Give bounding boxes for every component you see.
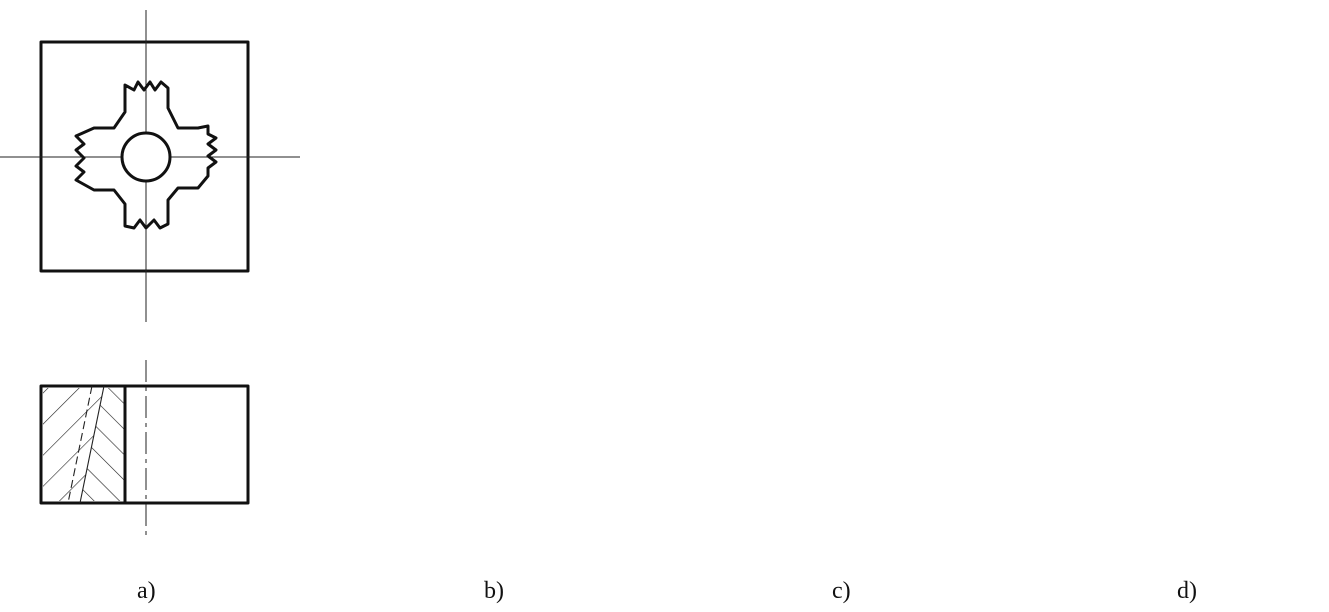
view-a-plan xyxy=(0,10,300,322)
caption-c: c) xyxy=(832,578,851,604)
caption-a: a) xyxy=(137,578,156,604)
caption-d: d) xyxy=(1177,578,1197,604)
view-a-section xyxy=(39,360,250,540)
view-a-center-hole xyxy=(120,131,172,183)
view-a-hatch-insert xyxy=(80,388,125,501)
view-a-cross-cavity xyxy=(74,80,218,230)
view-a-section-outline xyxy=(39,384,250,505)
caption-b: b) xyxy=(484,578,504,604)
view-a-hatch-left xyxy=(43,388,104,501)
